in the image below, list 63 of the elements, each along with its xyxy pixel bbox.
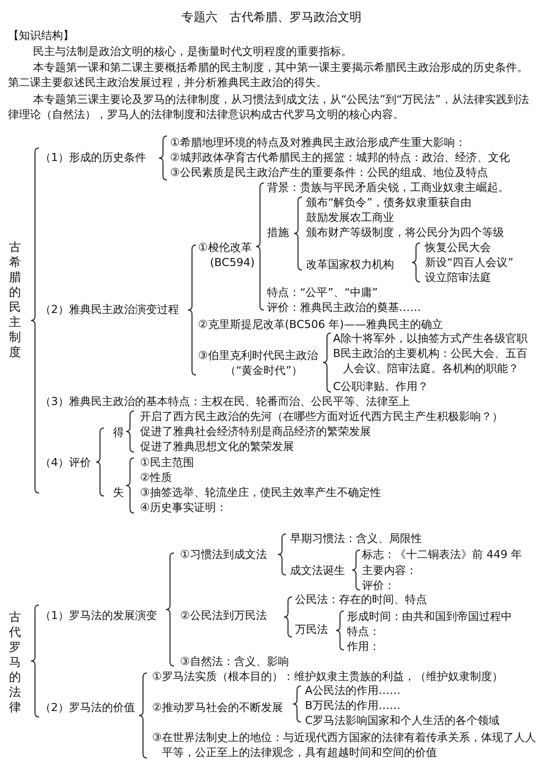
outline-item: 公民法：存在的时间、特点 — [295, 592, 427, 607]
outline-item: 作用： — [347, 639, 380, 654]
outline-item: 促进了雅典思想文化的繁荣发展 — [140, 439, 294, 454]
outline-item: ②推动罗马社会的不断发展 — [152, 700, 283, 715]
outline-item: 恢复公民大会 — [425, 240, 491, 255]
paragraph: 本专题第三课主要论及罗马的法律制度，从习惯法到成文法，从“公民法”到“万民法”，从法律实践到法律理论（自然法），罗马人的法律制度和法律意识构成古代罗马文明的核心内容。 — [8, 92, 530, 122]
outline-item: （4）评价 — [40, 455, 91, 470]
section-heading: 古希腊的民主制度 — [8, 240, 22, 360]
outline-item: （“黄金时代”） — [225, 363, 302, 378]
outline-item: 促进了雅典社会经济特别是商品经济的繁荣发展 — [140, 424, 371, 439]
outline-item: 特点： — [347, 624, 380, 639]
outline-item: 开启了西方民主政治的先河（在哪些方面对近代西方民主产生积极影响？） — [140, 409, 503, 424]
outline-item: 改革国家权力机构 — [306, 257, 394, 272]
outline-item: 颁布“解负令”，债务奴隶重获自由 — [306, 195, 472, 210]
outline-item: A除十将军外，以抽签方式产生各级官职 — [333, 331, 528, 346]
outline-item: ③伯里克利时代民主政治 — [198, 348, 318, 363]
outline-item: 评价：雅典民主政治的奠基…… — [267, 300, 421, 315]
outline-item: 措施 — [267, 225, 289, 240]
paragraph: 本专题第一课和第二课主要概括希腊的民主制度，其中第一课主要揭示希腊民主政治形成的历史条件。第二课主要叙述民主政治发展过程，并分析雅典民主政治的得失。 — [8, 60, 529, 90]
outline-item: C罗马法影响国家和个人生活的各个领域 — [305, 713, 500, 728]
outline-item: （1）形成的历史条件 — [40, 150, 146, 165]
section-heading: 古代罗马的法律 — [8, 610, 22, 715]
outline-item: B万民法的作用…… — [305, 698, 401, 713]
heading: 【知识结构】 — [8, 28, 74, 43]
outline-item: 成文法诞生 — [290, 563, 345, 578]
outline-item: ②性质 — [140, 470, 172, 485]
outline-item: 形成时间：由共和国到帝国过程中 — [347, 609, 512, 624]
outline-item: ①梭伦改革 — [198, 240, 252, 255]
outline-item: ②克里斯提尼改革(BC506 年)——雅典民主的确立 — [198, 317, 443, 332]
outline-item: 万民法 — [295, 622, 328, 637]
paragraph: 民主与法制是政治文明的核心，是衡量时代文明程度的重要指标。 — [32, 44, 353, 59]
outline-item: 失 — [113, 485, 124, 500]
outline-item: 鼓励发展农工商业 — [306, 210, 394, 225]
outline-item: B民主政治的主要机构：公民大会、五百人会议、陪审法庭。各机构的职能？ — [333, 346, 529, 376]
outline-item: 得 — [113, 425, 124, 440]
outline-item: A公民法的作用…… — [305, 683, 401, 698]
outline-item: ①希腊地理环境的特点及对雅典民主政治形成产生重大影响： — [170, 135, 466, 150]
outline-item: （2）雅典民主政治演变过程 — [40, 302, 179, 317]
outline-item: 特点：“公平”、“中庸” — [267, 285, 378, 300]
outline-item: ②城邦政体孕育古代希腊民主的摇篮：城邦的特点：政治、经济、文化 — [170, 150, 510, 165]
outline-item: （2）罗马法的价值 — [40, 700, 135, 715]
outline-item: 主要内容： — [362, 563, 417, 578]
outline-item: （3）雅典民主政治的基本特点：主权在民、轮番而治、公民平等、法律至上 — [40, 394, 410, 409]
outline-item: ②公民法到万民法 — [180, 608, 267, 623]
outline-item: ④历史事实证明： — [140, 500, 227, 515]
outline-item: （1）罗马法的发展演变 — [40, 608, 157, 623]
outline-item: ①罗马法实质（根本目的）：维护奴隶主贵族的利益，（维护奴隶制度） — [152, 669, 503, 684]
outline-item: (BC594) — [210, 255, 255, 270]
outline-item: ③在世界法制史上的地位：与近现代西方国家的法律有着传承关系，体现了人人平等，公正至上的法律观念，具有超越时间和空间的价值 — [152, 730, 537, 760]
outline-item: 背景：贵族与平民矛盾尖锐，工商业奴隶主崛起。 — [267, 180, 509, 195]
outline-item: ①习惯法到成文法 — [180, 547, 267, 562]
outline-item: 评价： — [362, 578, 395, 593]
outline-item: ①民主范围 — [140, 455, 194, 470]
outline-item: 标志：《十二铜表法》前 449 年 — [362, 547, 522, 562]
outline-item: 早期习惯法：含义、局限性 — [290, 531, 422, 546]
outline-item: 设立陪审法庭 — [425, 270, 491, 285]
outline-item: ③抽签选举、轮流坐庄，使民主效率产生不确定性 — [140, 485, 381, 500]
outline-item: 新设“四百人会议” — [425, 255, 514, 270]
outline-item: ③公民素质是民主政治产生的重要条件：公民的组成、地位及特点 — [170, 165, 488, 180]
outline-item: ③自然法：含义、影响 — [180, 654, 289, 669]
title: 专题六 古代希腊、罗马政治文明 — [180, 10, 362, 25]
outline-item: 颁布财产等级制度，将公民分为四个等级 — [306, 225, 504, 240]
outline-item: C公职津贴。作用？ — [333, 379, 429, 394]
